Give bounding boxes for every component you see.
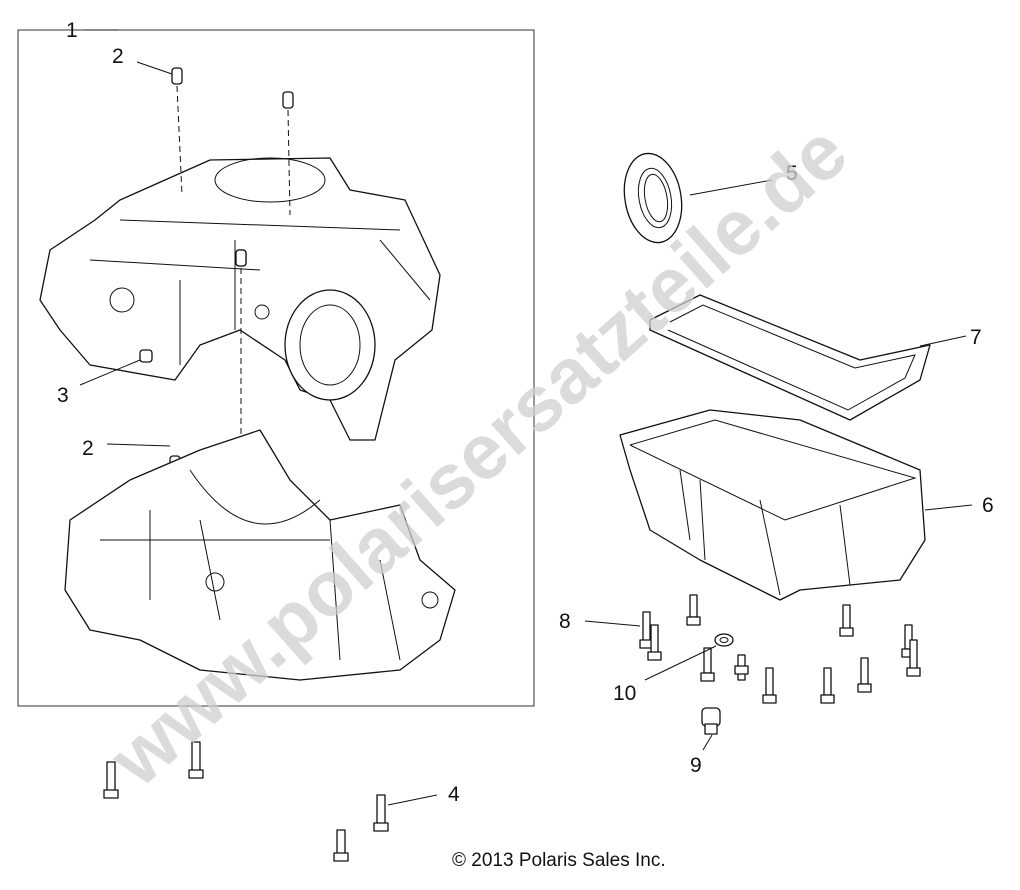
callout-4: 4 [448, 783, 460, 806]
oil-seal [623, 152, 683, 244]
callout-7: 7 [970, 326, 982, 349]
oil-pan-gasket [649, 294, 931, 421]
callout-6: 6 [982, 494, 994, 517]
bolts-item-4 [103, 741, 389, 862]
drain-plug [701, 707, 721, 727]
callout-1: 1 [66, 19, 78, 42]
assembly-frame [17, 29, 535, 707]
leader-lines [79, 29, 973, 806]
oil-pan-bolts [639, 594, 921, 735]
callout-3: 3 [57, 384, 69, 407]
oil-pan [619, 409, 926, 601]
callout-8: 8 [559, 610, 571, 633]
callout-2: 2 [112, 45, 124, 68]
callout-5: 5 [786, 162, 798, 185]
callout-2-lower: 2 [82, 437, 94, 460]
callout-9: 9 [690, 754, 702, 777]
upper-crankcase [39, 157, 441, 441]
lower-crankcase [64, 429, 456, 681]
drain-washer [714, 633, 734, 647]
copyright-notice: © 2013 Polaris Sales Inc. [452, 850, 666, 871]
callout-10: 10 [613, 682, 636, 705]
